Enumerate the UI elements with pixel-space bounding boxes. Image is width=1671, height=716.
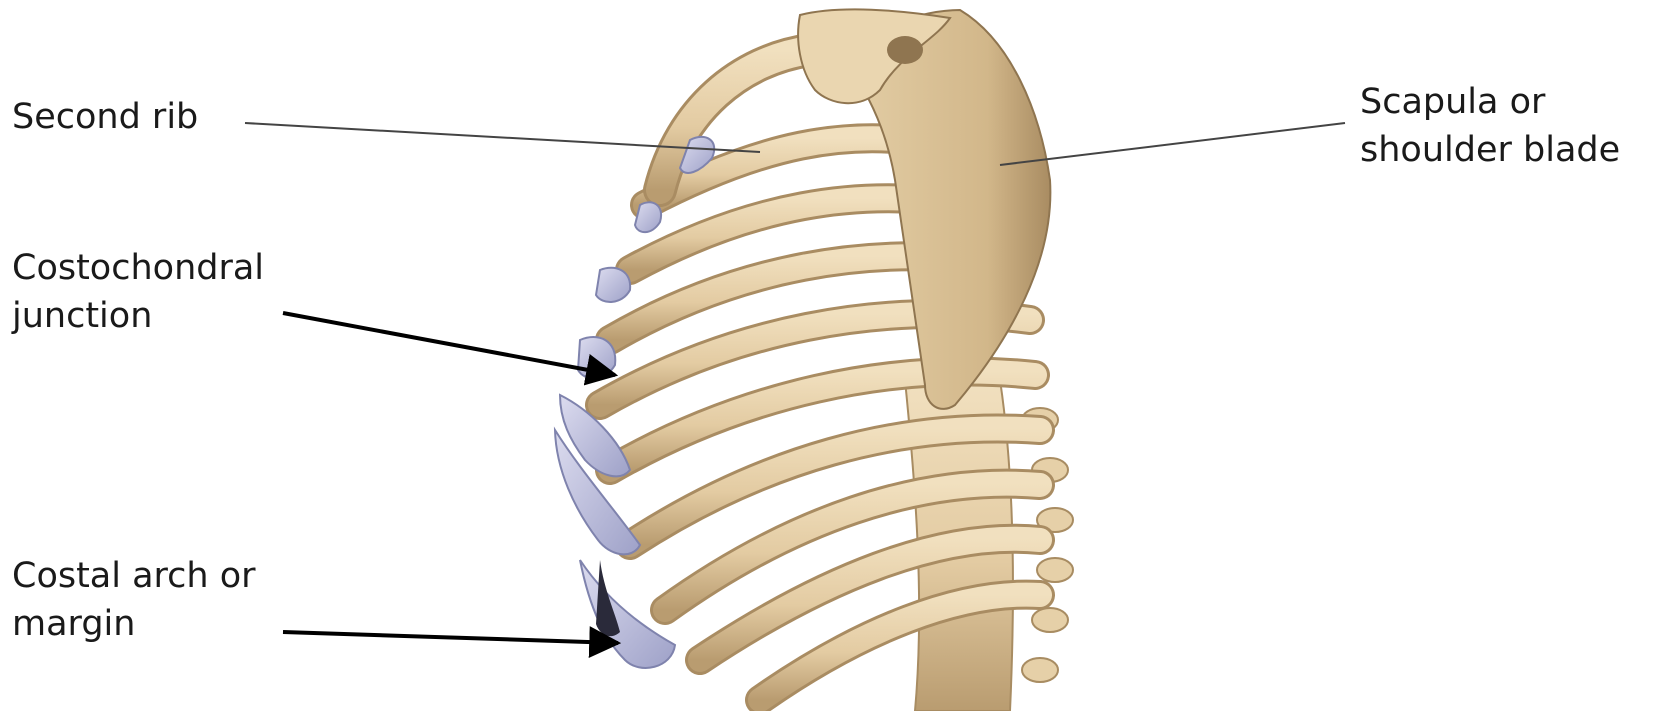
costochondral-arrow: [283, 313, 615, 375]
costal-arch-arrow: [283, 632, 618, 643]
label-costochondral-line2: junction: [12, 292, 264, 340]
label-second-rib-text: Second rib: [12, 93, 198, 141]
label-scapula-line1: Scapula or: [1360, 78, 1620, 126]
label-costochondral-junction: Costochondral junction: [12, 244, 264, 340]
scapula-leader: [1000, 123, 1345, 165]
label-scapula-line2: shoulder blade: [1360, 126, 1620, 174]
label-costochondral-line1: Costochondral: [12, 244, 264, 292]
label-costal-arch: Costal arch or margin: [12, 552, 256, 648]
label-scapula: Scapula or shoulder blade: [1360, 78, 1620, 174]
label-costal-arch-line2: margin: [12, 600, 256, 648]
label-second-rib: Second rib: [12, 93, 198, 141]
label-costal-arch-line1: Costal arch or: [12, 552, 256, 600]
